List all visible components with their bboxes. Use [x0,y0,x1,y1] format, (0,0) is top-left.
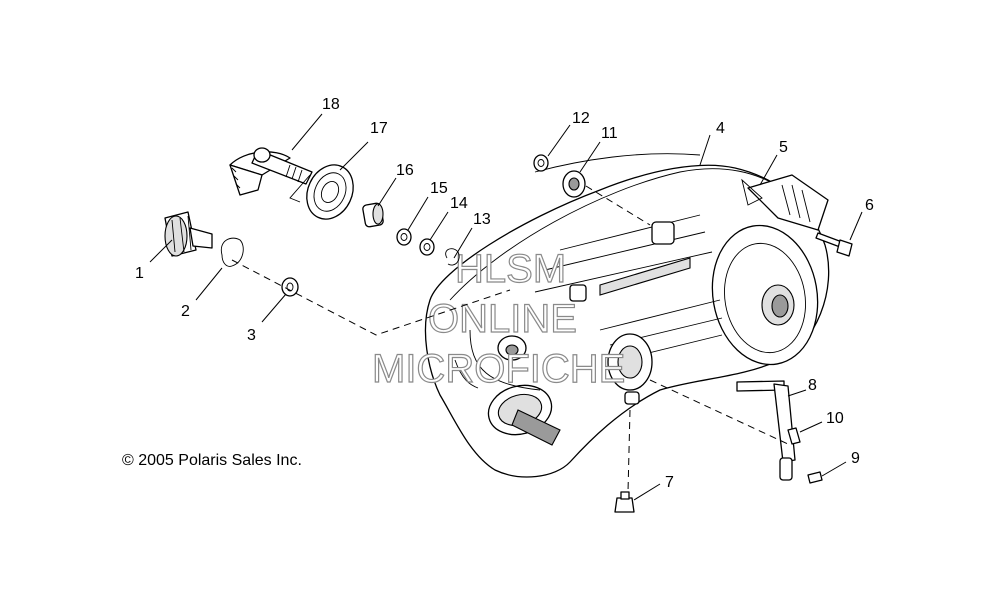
copyright-notice: © 2005 Polaris Sales Inc. [122,452,302,469]
callout-leaders [149,113,863,501]
part-14-washer [419,238,435,256]
callout-10: 10 [826,410,844,427]
watermark: HLSM ONLINE MICROFICHE [371,246,626,391]
callout-14: 14 [450,195,468,212]
part-1-starter-pinion [164,211,213,257]
watermark-line-2: ONLINE [428,297,577,341]
callout-8: 8 [808,377,817,394]
watermark-line-3: MICROFICHE [372,347,625,391]
part-3-washer [281,277,299,297]
watermark-line-1: HLSM [455,247,566,291]
callout-4: 4 [716,120,725,137]
callout-labels: 1 2 3 4 5 6 7 8 9 10 11 12 13 14 15 16 1… [135,96,874,491]
callout-18: 18 [322,96,340,113]
callout-1: 1 [135,265,144,282]
part-8-kick-lever [736,380,796,481]
clutch-cover [424,153,830,478]
callout-17: 17 [370,120,388,137]
alignment-lines [231,185,791,493]
callout-7: 7 [665,474,674,491]
callout-5: 5 [779,139,788,156]
callout-13: 13 [473,211,491,228]
part-7-bolt [614,491,635,513]
part-10-bolt [787,427,801,445]
part-15-washer [396,228,412,246]
part-16-bushing [362,202,384,228]
callout-2: 2 [181,303,190,320]
part-9-pin [807,471,823,484]
callout-3: 3 [247,327,256,344]
part-2-clip [220,237,244,267]
callout-12: 12 [572,110,590,127]
part-17-return-spring [289,164,354,220]
part-11-bearing [562,170,586,198]
callout-15: 15 [430,180,448,197]
callout-9: 9 [851,450,860,467]
callout-11: 11 [601,125,618,142]
callout-16: 16 [396,162,414,179]
part-18-kick-shaft [229,147,313,196]
callout-6: 6 [865,197,874,214]
part-6-bolt [815,232,853,257]
part-12-o-ring [533,154,549,172]
